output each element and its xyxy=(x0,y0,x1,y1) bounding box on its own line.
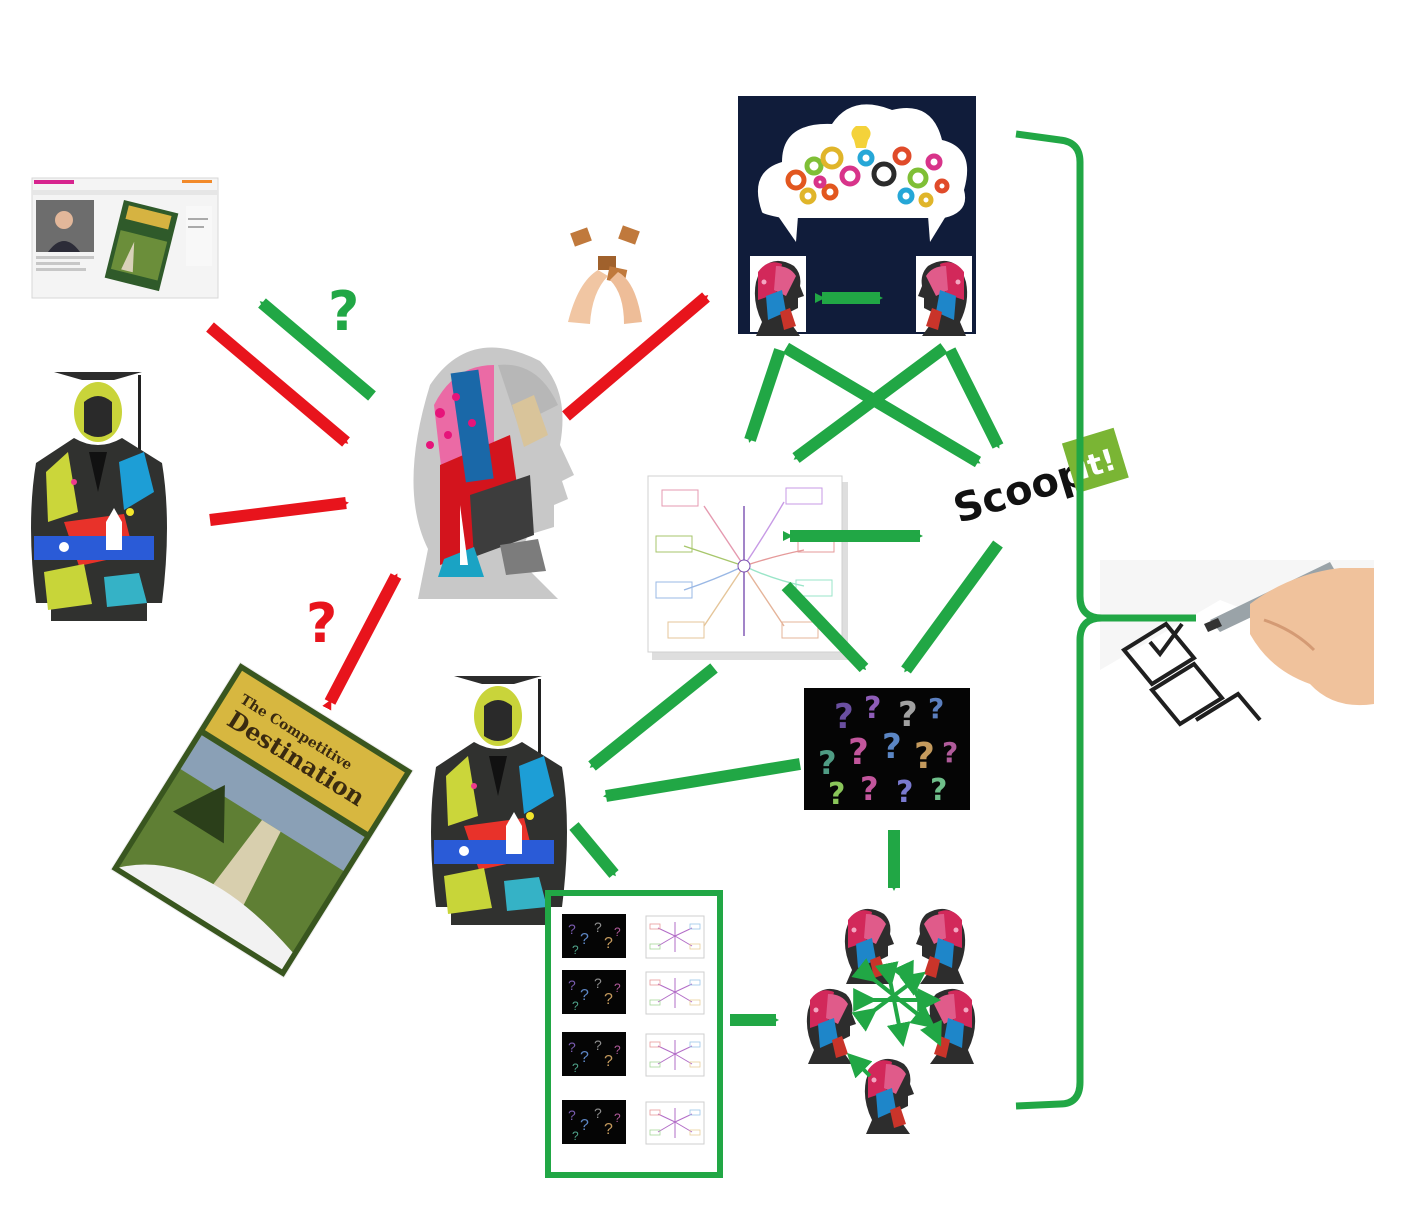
arrow-student-to-head xyxy=(209,497,349,526)
svg-text:?: ? xyxy=(942,736,958,769)
arrow-cloud-to-scoopit-cross xyxy=(782,342,982,468)
arrow-cloud-to-mindmap-left xyxy=(744,348,786,443)
collage-head-icon xyxy=(413,347,574,599)
svg-text:?: ? xyxy=(882,727,902,767)
question-mark-bottom: ? xyxy=(306,592,337,655)
svg-text:?: ? xyxy=(818,744,837,782)
arrow-head-to-webpage xyxy=(258,298,376,401)
portfolio-box xyxy=(545,890,723,1178)
book-cover-icon: The Competitive Destination xyxy=(110,661,414,979)
scoop-it-logo: Scoop. it! xyxy=(948,427,1129,533)
green-arrows xyxy=(258,292,1004,1026)
peer-group-icon xyxy=(806,908,976,1134)
svg-text:?: ? xyxy=(898,695,918,735)
hands-sharing-cards-icon xyxy=(568,225,642,324)
question-marks-icon: ? ? ? ? ? ? ? ? ? ? ? ? ? xyxy=(804,688,970,812)
svg-text:?: ? xyxy=(930,773,947,808)
svg-text:?: ? xyxy=(864,691,881,726)
graduate-student-icon xyxy=(431,676,567,925)
arrow-scoopit-to-questions xyxy=(901,540,1003,674)
svg-text:?: ? xyxy=(848,732,869,773)
arrow-webpage-to-head xyxy=(206,322,350,447)
webpage-screenshot-icon xyxy=(31,177,219,299)
svg-text:?: ? xyxy=(828,777,845,812)
red-arrows xyxy=(206,292,710,711)
arrow-cloud-to-scoopit-right xyxy=(944,347,1004,449)
svg-text:?: ? xyxy=(914,736,935,777)
arrow-cloud-right-to-mindmap xyxy=(792,343,948,463)
hand-checklist-icon xyxy=(1100,560,1374,734)
question-mark-top: ? xyxy=(328,280,359,343)
arrow-head-to-hands xyxy=(562,292,710,421)
arrow-student-to-portfolio xyxy=(569,822,619,878)
right-brace xyxy=(1015,130,1196,1110)
svg-text:?: ? xyxy=(834,697,854,737)
svg-text:?: ? xyxy=(860,770,879,808)
graduate-student-icon xyxy=(31,372,167,621)
mind-map-icon xyxy=(647,475,848,660)
svg-text:?: ? xyxy=(928,692,944,725)
arrow-questions-to-student xyxy=(603,758,801,802)
svg-text:?: ? xyxy=(896,775,913,810)
arrow-head-book-two-way xyxy=(322,573,402,711)
arrow-mindmap-to-student xyxy=(588,663,718,771)
arrow-mindmap-to-questions xyxy=(781,581,869,673)
